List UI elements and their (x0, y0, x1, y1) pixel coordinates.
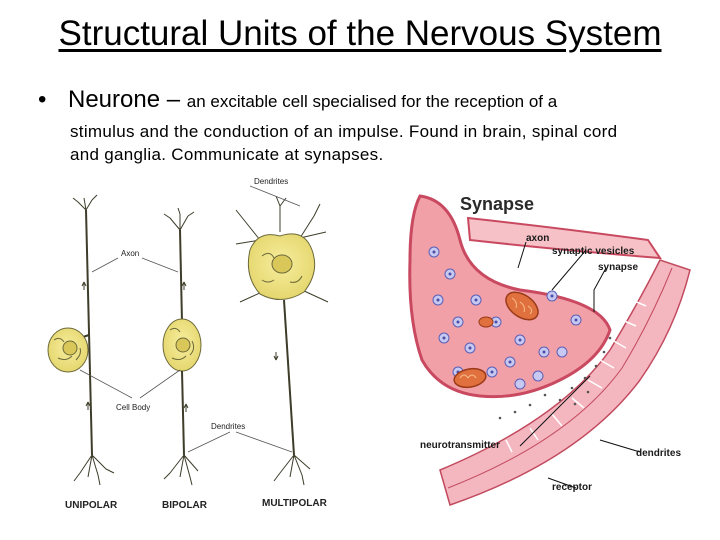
definition-start: an excitable cell specialised for the re… (186, 92, 558, 111)
definition-line-3: and ganglia. Communicate at synapses. (70, 145, 384, 164)
bullet-point: • (38, 86, 47, 113)
label-dendrites-top: Dendrites (254, 177, 288, 186)
neuron-figure (47, 185, 329, 486)
label-dendrites-synapse: dendrites (636, 448, 681, 459)
bipolar-neuron (162, 207, 202, 486)
multipolar-neuron (235, 195, 329, 486)
dendrite-membrane (439, 259, 691, 506)
label-synapse-axon: axon (526, 233, 549, 244)
label-receptor: receptor (552, 482, 592, 493)
label-synapse: synapse (598, 262, 638, 273)
definition-continuation: stimulus and the conduction of an impuls… (70, 120, 710, 166)
synapse-figure (408, 194, 691, 506)
label-bipolar: BIPOLAR (162, 500, 208, 511)
label-multipolar: MULTIPOLAR (262, 498, 328, 509)
label-dendrites-bottom: Dendrites (211, 422, 245, 431)
label-synaptic-vesicles: synaptic vesicles (552, 246, 635, 257)
term-neurone: Neurone (68, 86, 161, 113)
mitochondria (453, 291, 539, 389)
definition-line-2: stimulus and the conduction of an impuls… (70, 122, 618, 141)
label-unipolar: UNIPOLAR (65, 500, 118, 511)
bullet-neurone: • Neurone – an excitable cell specialised… (38, 86, 698, 114)
synapse-title: Synapse (460, 194, 534, 214)
label-cell-body: Cell Body (116, 403, 150, 412)
slide-title: Structural Units of the Nervous System (58, 14, 662, 53)
neurotransmitter-dots (498, 336, 612, 420)
unipolar-neuron (47, 194, 115, 486)
term-dash: – (166, 86, 181, 113)
label-neurotransmitter: neurotransmitter (420, 440, 500, 451)
label-axon: Axon (121, 249, 139, 258)
